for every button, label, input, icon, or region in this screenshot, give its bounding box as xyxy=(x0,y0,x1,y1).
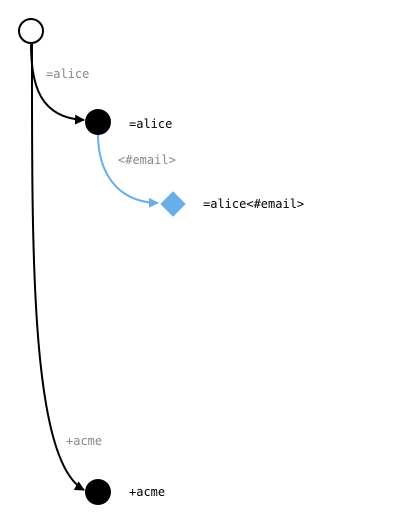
node-label-alice-email: =alice<#email> xyxy=(203,197,304,211)
edge-label-email: <#email> xyxy=(118,153,176,167)
edge-root-to-alice xyxy=(30,43,85,125)
node-label-acme: +acme xyxy=(129,485,165,499)
edge-root-to-acme xyxy=(30,43,85,491)
edge-label-alice: =alice xyxy=(46,67,89,81)
edge-alice-to-email xyxy=(97,133,159,208)
edge-label-acme: +acme xyxy=(66,434,102,448)
node-acme[interactable] xyxy=(85,479,111,505)
node-alice[interactable] xyxy=(85,109,111,135)
root-node[interactable] xyxy=(18,18,44,44)
node-alice-email[interactable] xyxy=(160,191,186,217)
node-label-alice: =alice xyxy=(129,117,172,131)
